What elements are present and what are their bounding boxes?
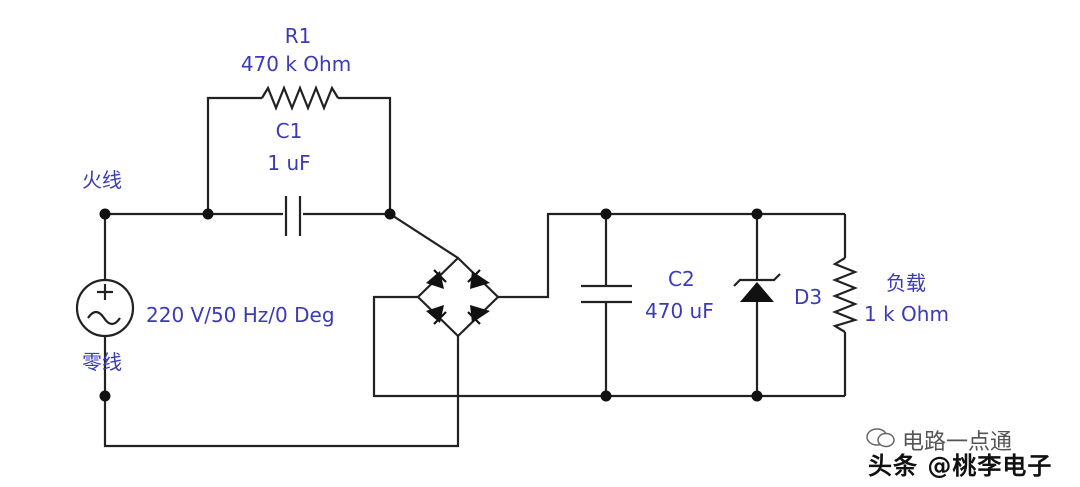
resistor-load-symbol — [832, 257, 859, 333]
capacitor-c2-symbol — [581, 284, 632, 304]
watermark-line1: 电路一点通 — [902, 430, 1013, 455]
junction-dots — [99, 208, 763, 402]
ac-source-symbol — [75, 278, 135, 338]
wire-source-bottom — [103, 336, 460, 448]
watermark-line2: 头条 @桃李电子 — [868, 452, 1053, 480]
source-value-label: 220 V/50 Hz/0 Deg — [146, 303, 335, 327]
wire-live-top — [105, 212, 459, 259]
live-wire-label: 火线 — [82, 168, 122, 192]
r1-name-label: R1 — [285, 24, 312, 48]
r1-value-label: 470 k Ohm — [241, 52, 351, 76]
resistor-r1-symbol — [261, 85, 339, 111]
c1-value-label: 1 uF — [267, 151, 310, 175]
load-name-label: 负载 — [886, 271, 926, 295]
zener-d3-symbol — [733, 273, 781, 302]
wires — [103, 96, 847, 448]
neutral-wire-label: 零线 — [82, 350, 122, 374]
wire-r1-loop — [206, 96, 392, 214]
c2-value-label: 470 uF — [645, 299, 714, 323]
d3-name-label: D3 — [794, 285, 822, 309]
c2-name-label: C2 — [668, 267, 695, 291]
capacitor-c1-symbol — [284, 196, 302, 236]
wire-bridge-right — [498, 212, 845, 299]
load-value-label: 1 k Ohm — [864, 302, 949, 326]
bridge-rectifier-symbol — [416, 256, 500, 338]
c1-name-label: C1 — [276, 119, 303, 143]
wechat-icon — [866, 428, 895, 448]
